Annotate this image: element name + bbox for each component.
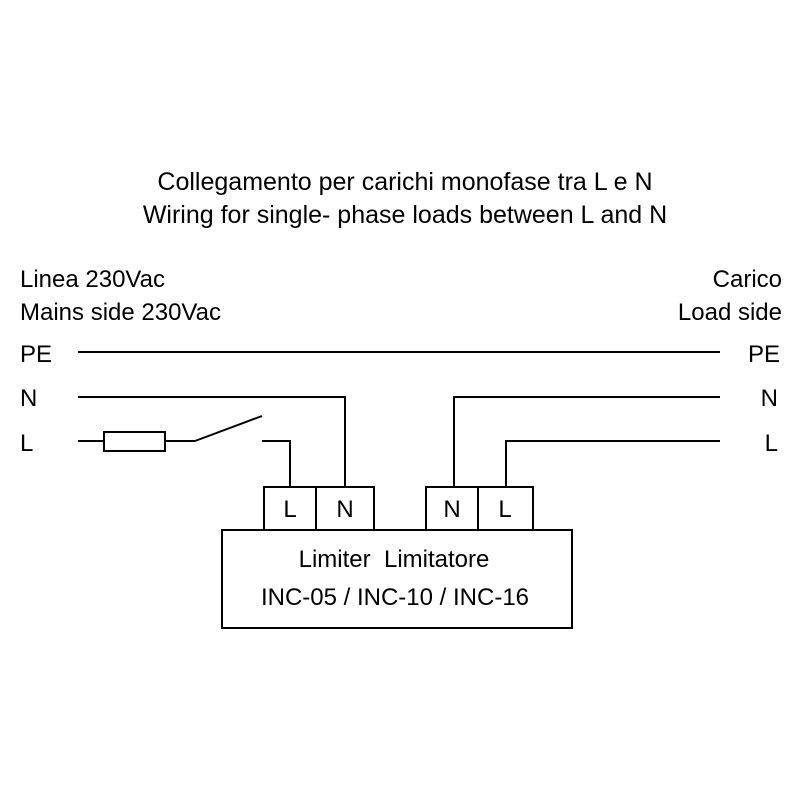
terminal-in-l-label: L — [283, 496, 296, 523]
terminal-out-l-label: L — [498, 496, 511, 523]
load-side-label-it: Carico — [713, 266, 782, 293]
mains-n-label: N — [20, 385, 37, 412]
limiter-name: Limiter Limitatore — [299, 546, 490, 573]
load-l-wire — [505, 440, 720, 487]
mains-side-label-it: Linea 230Vac — [20, 266, 165, 293]
fuse-symbol — [103, 431, 166, 452]
load-n-label: N — [761, 385, 778, 412]
load-side-label-en: Load side — [678, 299, 782, 326]
mains-n-wire — [78, 396, 346, 487]
limiter-body — [221, 529, 573, 629]
limiter-models: INC-05 / INC-10 / INC-16 — [261, 584, 529, 611]
mains-l-label: L — [20, 430, 33, 457]
load-l-label: L — [765, 430, 778, 457]
load-n-wire — [453, 396, 720, 487]
load-pe-label: PE — [748, 341, 780, 368]
terminal-in-n-label: N — [336, 496, 353, 523]
title-english: Wiring for single- phase loads between L… — [143, 201, 667, 229]
switch-symbol — [194, 415, 263, 442]
mains-l-wire-c — [262, 440, 291, 487]
mains-pe-label: PE — [20, 341, 52, 368]
terminal-out-l — [477, 486, 534, 531]
terminal-in-n — [315, 486, 375, 531]
terminal-out-n-label: N — [443, 496, 460, 523]
mains-side-label-en: Mains side 230Vac — [20, 299, 221, 326]
title-italian: Collegamento per carichi monofase tra L … — [157, 168, 652, 196]
